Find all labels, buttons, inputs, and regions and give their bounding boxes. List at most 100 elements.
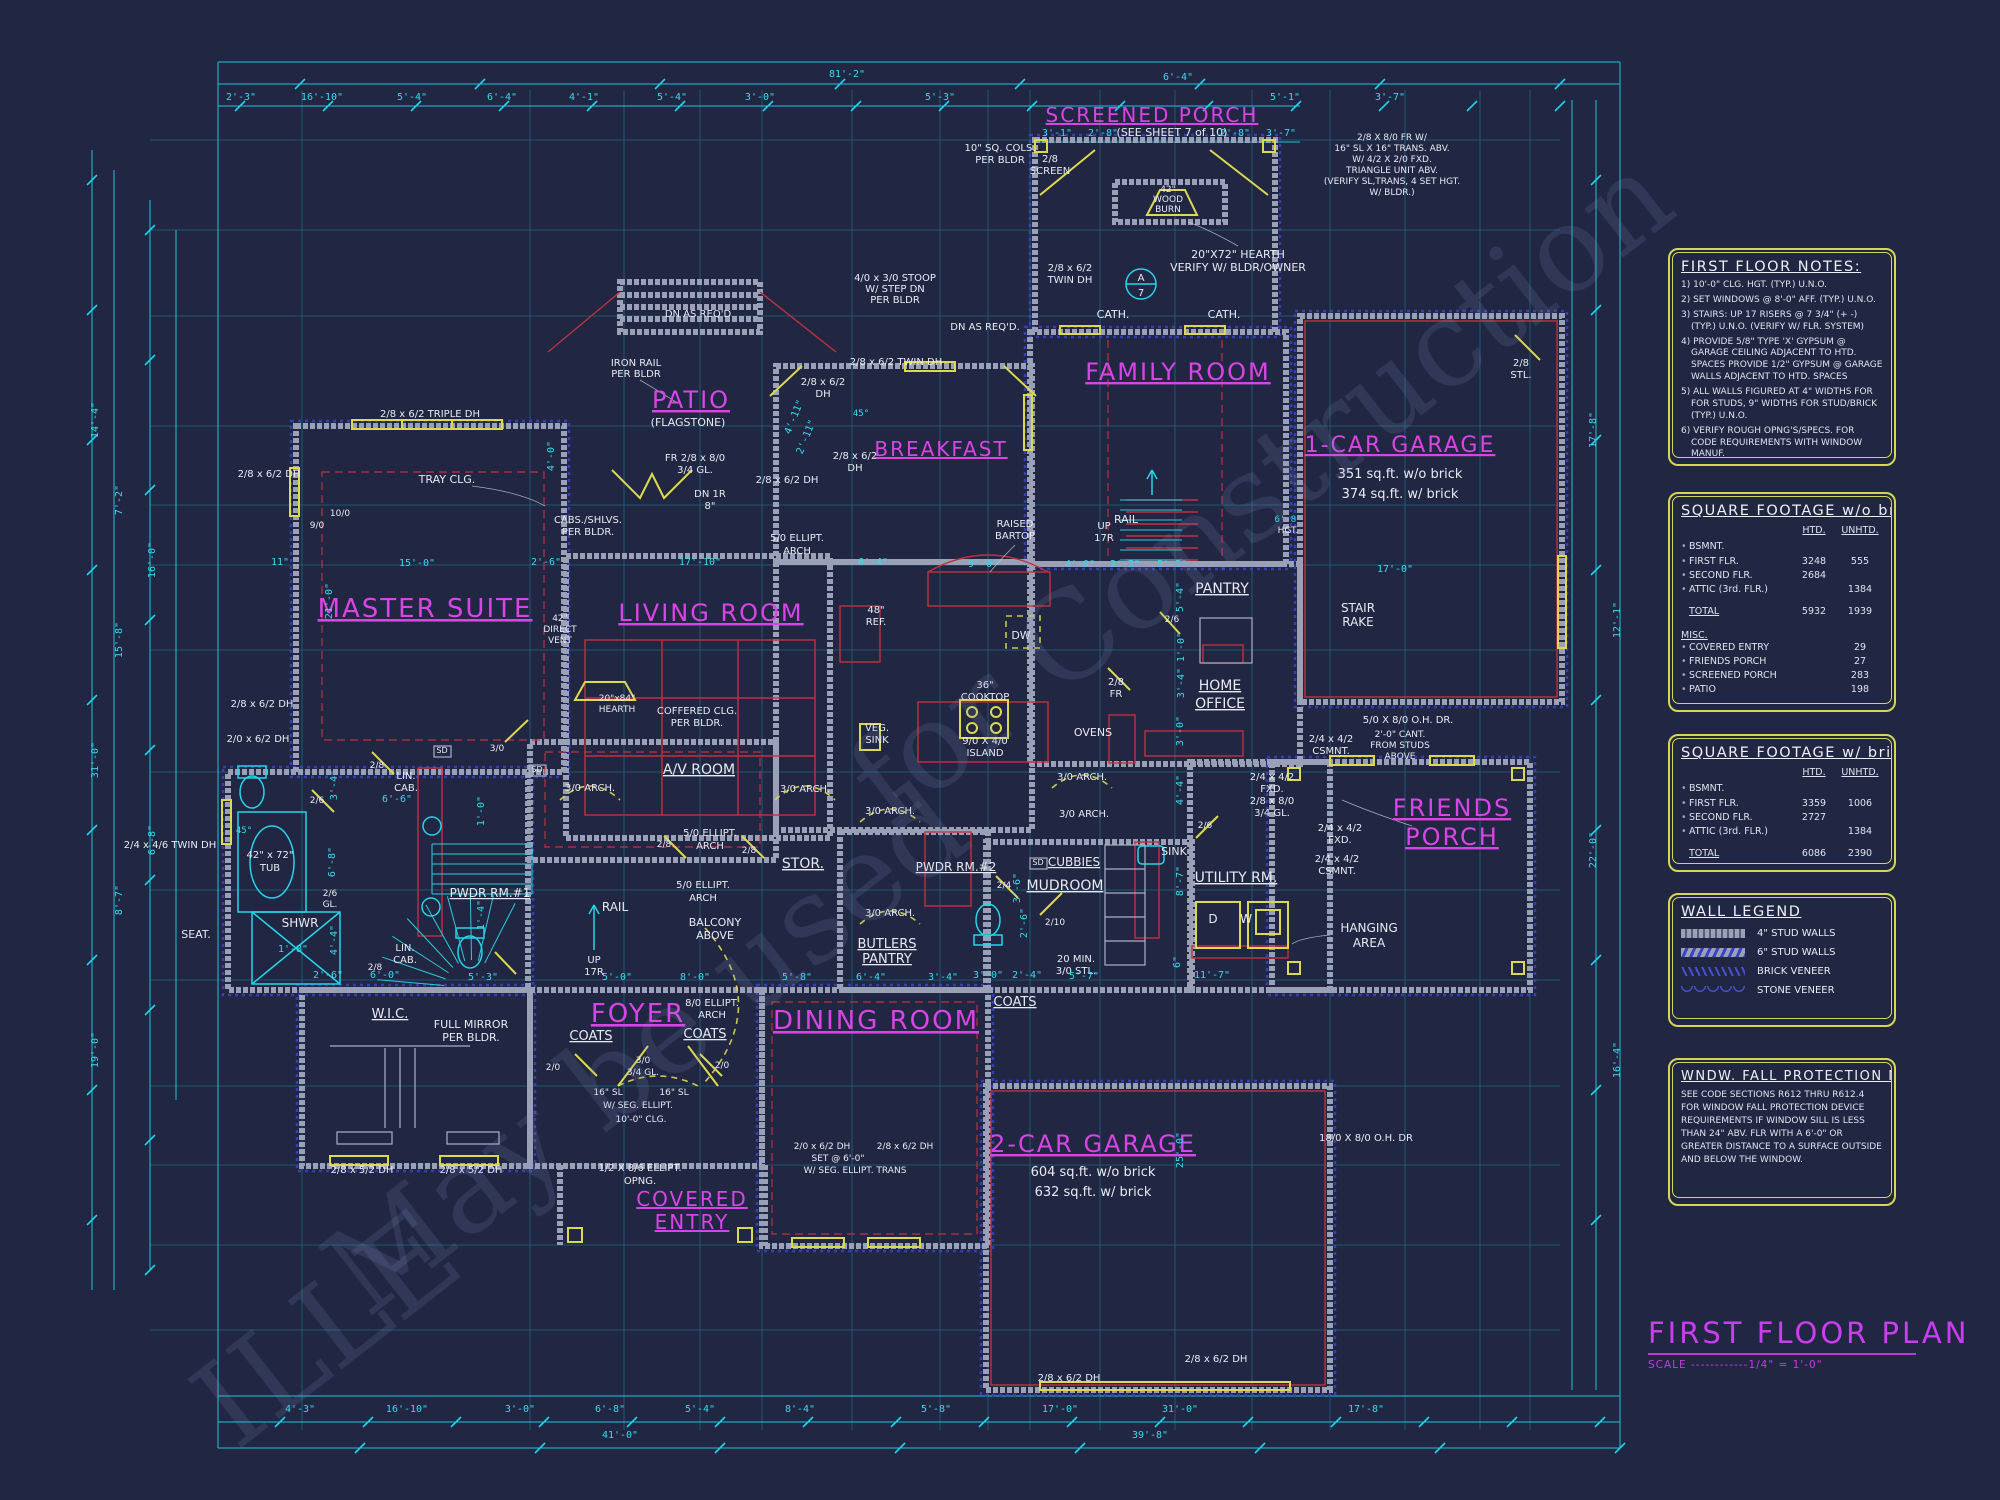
- annotation-text: 10" SQ. COLS.: [964, 143, 1035, 154]
- annotation-text: 2'-6": [313, 970, 343, 981]
- annotation-text: 2'-2": [1110, 559, 1140, 570]
- panel-wall-legend: WALL LEGEND 4" STUD WALLS 6" STUD WALLS …: [1668, 893, 1896, 1027]
- annotation-text: 5'-8": [782, 972, 812, 983]
- annotation-text: 17R: [584, 967, 604, 978]
- annotation-text: 8'-7": [1175, 866, 1186, 896]
- annotation-text: 3'-6": [1012, 873, 1023, 903]
- sheet-title: FIRST FLOOR PLAN: [1648, 1316, 1966, 1355]
- annotation-text: 1/2 X 8/6 ELLIPT.: [598, 1163, 681, 1174]
- sqft-value: [1837, 782, 1883, 796]
- annotation-text: RAIL: [602, 900, 629, 914]
- annotation-text: 31'-0": [1162, 1404, 1198, 1415]
- annotation-text: HEARTH: [599, 705, 635, 715]
- annotation-text: 2/6: [323, 889, 338, 899]
- annotation-text: 5/0 ELLIPT.: [676, 880, 730, 891]
- misc-value: 27: [1853, 655, 1867, 667]
- annotation-text: VEG.: [865, 723, 889, 734]
- annotation-text: 3/0 STL.: [1056, 966, 1096, 977]
- annotation-text: 4'-4": [1175, 775, 1186, 805]
- panel-window-fall-notes: WNDW. FALL PROTECTION NOTES: SEE CODE SE…: [1668, 1058, 1896, 1206]
- legend-swatch-stud4: [1681, 929, 1745, 938]
- annotation-text: GL.: [323, 900, 338, 910]
- annotation-text: 16'-4": [1612, 1042, 1623, 1078]
- note-item: 6) VERIFY ROUGH OPNG'S/SPECS. FOR CODE R…: [1681, 425, 1863, 458]
- annotation-text: HANGING: [1340, 921, 1397, 935]
- annotation-text: COOKTOP: [961, 692, 1010, 703]
- note-item: 2) SET WINDOWS @ 8'-0" AFF. (TYP.) U.N.O…: [1681, 294, 1876, 305]
- annotation-text: 45°: [236, 826, 252, 836]
- annotation-text: 8'-7": [114, 885, 125, 915]
- annotation-text: BARTOP: [995, 531, 1035, 542]
- annotation-text: FOYER: [591, 999, 685, 1029]
- sqft-value: [1791, 825, 1837, 839]
- annotation-text: 4'-0": [1065, 559, 1095, 570]
- column-header: HTD.: [1802, 767, 1826, 778]
- annotation-text: 2/8: [657, 840, 672, 850]
- annotation-text: 1'-8": [278, 944, 308, 955]
- annotation-text: CAB.: [394, 783, 418, 794]
- annotation-text: 6'-8": [1274, 515, 1301, 525]
- annotation-text: DH: [847, 463, 862, 474]
- annotation-text: 2/8 x 5/2 DH: [331, 1165, 394, 1176]
- annotation-text: (FLAGSTONE): [651, 416, 726, 429]
- annotation-text: 2'-0" CANT.: [1375, 730, 1426, 740]
- annotation-text: 2'-4": [1012, 970, 1042, 981]
- annotation-text: 21'-0": [324, 583, 335, 619]
- annotation-text: 5'-8": [921, 1404, 951, 1415]
- annotation-text: 3'-4": [928, 972, 958, 983]
- annotation-text: 17'-8": [1588, 412, 1599, 448]
- annotation-text: 5'-0": [602, 972, 632, 983]
- annotation-text: 2/0: [715, 1061, 730, 1071]
- annotation-text: REF.: [866, 617, 887, 628]
- annotation-text: CUBBIES: [1048, 855, 1100, 869]
- annotation-text: COVERED: [636, 1187, 748, 1211]
- annotation-text: 10'-0" CLG.: [615, 1115, 666, 1125]
- sqft-value: 1384: [1847, 826, 1873, 837]
- annotation-text: SINK: [1161, 845, 1187, 858]
- annotation-text: 4'-3": [285, 1404, 315, 1415]
- annotation-text: SHWR: [282, 916, 319, 930]
- annotation-text: VERIFY W/ BLDR/OWNER: [1170, 261, 1306, 274]
- annotation-text: 81'-2": [829, 69, 865, 80]
- annotation-text: PER BLDR: [611, 369, 661, 380]
- annotation-text: W/ SEG. ELLIPT. TRANS: [804, 1166, 907, 1176]
- column-header: UNHTD.: [1841, 767, 1879, 778]
- annotation-text: 2/8 x 6/2 DH: [756, 475, 819, 486]
- annotation-text: ARCH: [689, 893, 717, 904]
- sqft-value: 3359: [1801, 797, 1827, 809]
- annotation-text: MUDROOM: [1027, 878, 1104, 894]
- annotation-text: SCREEN: [1030, 166, 1070, 177]
- annotation-text: PER BLDR.: [442, 1031, 500, 1044]
- annotation-text: 10/0: [330, 509, 350, 519]
- annotation-text: 3/4 GL.: [627, 1068, 659, 1078]
- misc-value: 283: [1850, 670, 1870, 681]
- annotation-text: 8/0 ELLIPT.: [685, 998, 739, 1009]
- annotation-text: 5/0 ELLIPT.: [683, 828, 737, 839]
- annotation-text: DW: [1011, 629, 1030, 642]
- annotation-text: 632 sq.ft. w/ brick: [1035, 1185, 1152, 1200]
- sqft-row-label: ATTIC (3rd. FLR.): [1689, 584, 1768, 595]
- annotation-text: ARCH: [783, 546, 811, 557]
- sqft-total-label: TOTAL: [1689, 606, 1720, 618]
- title-block: FIRST FLOOR PLAN SCALE ------------1/4" …: [1648, 1316, 1966, 1371]
- annotation-text: UTILITY RM.: [1195, 870, 1278, 886]
- annotation-text: 2/6: [1198, 821, 1213, 831]
- annotation-text: 5/0 ELLIPT.: [770, 533, 824, 544]
- annotation-text: 6'-6": [382, 794, 412, 805]
- annotation-text: 1-CAR GARAGE: [1305, 433, 1496, 458]
- sqft-value: [1837, 569, 1883, 583]
- annotation-text: 351 sq.ft. w/o brick: [1338, 467, 1463, 482]
- sqft-total-label: TOTAL: [1689, 848, 1720, 860]
- annotation-text: RAKE: [1342, 615, 1374, 629]
- misc-label: FRIENDS PORCH: [1689, 655, 1767, 667]
- annotation-text: 2/8 x 6/2 DH: [238, 469, 301, 480]
- annotation-text: 20 MIN.: [1057, 954, 1095, 965]
- annotation-text: 3/0 ARCH.: [865, 908, 915, 919]
- annotation-text: 6'-4": [856, 972, 886, 983]
- annotation-text: 17'-0": [1377, 564, 1413, 575]
- annotation-text: 2/8: [1042, 154, 1058, 165]
- annotation-text: 2/4 x 4/2: [1315, 854, 1359, 865]
- annotation-text: 2'-6": [1019, 908, 1030, 938]
- annotation-text: 4'-1": [569, 92, 599, 103]
